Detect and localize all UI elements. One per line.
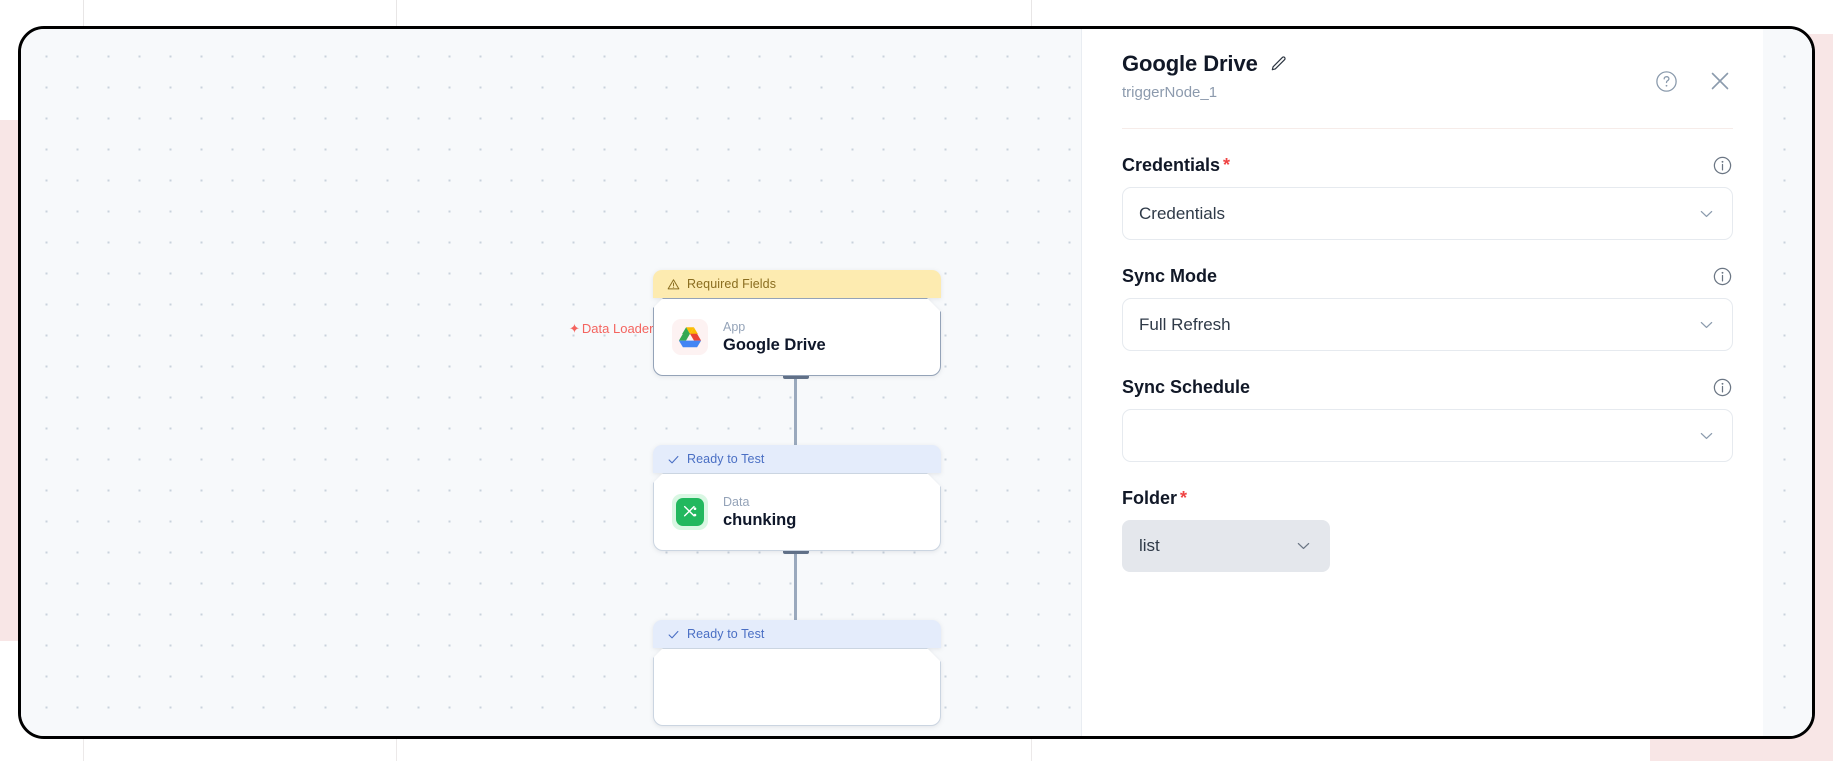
panel-header: Google Drive triggerNode_1 (1122, 51, 1733, 101)
question-circle-icon[interactable] (1654, 69, 1679, 94)
field-sync-mode: Sync Mode Full Refresh (1122, 266, 1733, 351)
node-kind-label: App (723, 319, 746, 334)
field-label-text: Folder (1122, 488, 1178, 508)
canvas-right-strip (1763, 29, 1812, 736)
field-sync-schedule: Sync Schedule (1122, 377, 1733, 462)
node-title: chunking (723, 510, 797, 529)
node-status-ready-to-test: Ready to Test (653, 620, 941, 648)
backdrop-bottom-bar (90, 735, 1650, 761)
sync-mode-select-value: Full Refresh (1139, 314, 1231, 334)
field-folder: Folder* list (1122, 488, 1733, 572)
required-asterisk: * (1180, 488, 1188, 508)
node-body-third-partial[interactable] (653, 648, 941, 726)
required-asterisk: * (1223, 155, 1231, 175)
chevron-down-icon (1697, 315, 1716, 334)
node-kind-label: Data (723, 494, 750, 509)
node-status-label: Ready to Test (687, 627, 765, 641)
warning-triangle-icon (667, 278, 680, 291)
check-icon (667, 453, 680, 466)
node-status-ready-to-test: Ready to Test (653, 445, 941, 473)
field-label-folder: Folder* (1122, 488, 1187, 509)
chunking-icon (672, 494, 708, 530)
chevron-down-icon (1697, 426, 1716, 445)
info-circle-icon[interactable] (1712, 377, 1733, 398)
sync-mode-select[interactable]: Full Refresh (1122, 298, 1733, 351)
close-icon[interactable] (1707, 68, 1733, 94)
page-title: Google Drive (1122, 51, 1258, 76)
check-icon (667, 628, 680, 641)
sparkle-icon: ✦ (569, 321, 580, 336)
node-title: Google Drive (723, 335, 826, 354)
edge-line-2 (794, 549, 797, 629)
field-label-sync-schedule: Sync Schedule (1122, 377, 1251, 397)
panel-divider (1122, 128, 1733, 129)
node-status-label: Required Fields (687, 277, 777, 291)
info-circle-icon[interactable] (1712, 266, 1733, 287)
node-config-panel: Google Drive triggerNode_1 (1081, 29, 1763, 736)
tab-divider-2 (396, 0, 397, 34)
credentials-select-value: Credentials (1139, 203, 1225, 223)
edge-line-1 (794, 374, 797, 454)
panel-subtitle: triggerNode_1 (1122, 84, 1218, 101)
google-drive-icon (672, 319, 708, 355)
bottom-divider-3 (1031, 735, 1032, 761)
flow-node-third-partial[interactable]: Ready to Test (653, 620, 941, 726)
field-label-text: Credentials (1122, 155, 1221, 175)
tab-divider-3 (1031, 0, 1032, 34)
chevron-down-icon (1697, 204, 1716, 223)
folder-select[interactable]: list (1122, 520, 1330, 572)
node-status-label: Ready to Test (687, 452, 765, 466)
flow-node-google-drive[interactable]: Required Fields App (653, 270, 941, 376)
info-circle-icon[interactable] (1712, 155, 1733, 176)
node-body-google-drive[interactable]: App Google Drive (653, 298, 941, 376)
folder-select-value: list (1139, 536, 1160, 555)
node-body-chunking[interactable]: Data chunking (653, 473, 941, 551)
chevron-down-icon (1294, 537, 1313, 556)
bottom-divider-2 (396, 735, 397, 761)
focused-workspace-frame: ✦ Data Loader (18, 26, 1815, 739)
edge-label-data-loader: ✦ Data Loader (569, 321, 653, 336)
node-status-required-fields: Required Fields (653, 270, 941, 298)
tab-divider-1 (83, 0, 84, 34)
bottom-divider-1 (83, 735, 84, 761)
sync-schedule-select[interactable] (1122, 409, 1733, 462)
field-label-credentials: Credentials* (1122, 155, 1230, 176)
edge-label-text: Data Loader (581, 321, 654, 336)
pencil-icon[interactable] (1269, 55, 1288, 74)
flow-node-chunking[interactable]: Ready to Test (653, 445, 941, 551)
field-credentials: Credentials* Credentials (1122, 155, 1733, 240)
field-label-sync-mode: Sync Mode (1122, 266, 1218, 286)
credentials-select[interactable]: Credentials (1122, 187, 1733, 240)
